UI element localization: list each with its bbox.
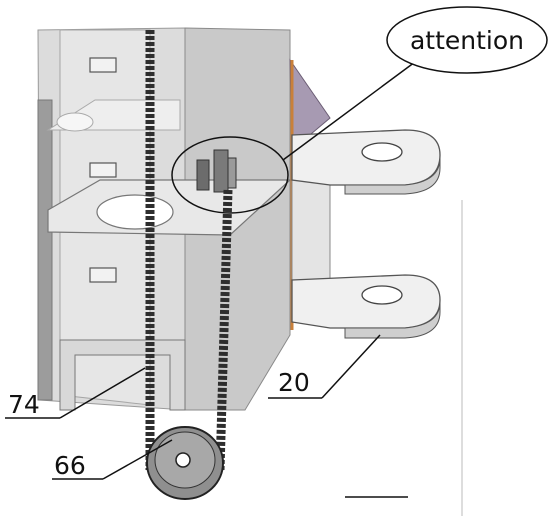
stop-block-right [213,149,229,193]
callout-text: attention [410,26,524,55]
leader-66 [102,439,173,480]
chain-right [215,189,233,471]
label-66: 66 [54,451,86,480]
lower-channel [59,339,186,411]
stop-block-side [227,157,237,189]
slot-middle [89,162,117,178]
lower-lug-hole [361,285,403,305]
stop-block-left [196,159,210,191]
plate-hole [96,194,174,230]
sprocket-hub [175,452,191,468]
leader-20 [321,334,381,399]
lower-lug [291,274,441,329]
lower-lug-edge [344,301,441,339]
attention-highlight-circle [171,136,289,214]
slot-bottom [89,267,117,283]
label-74: 74 [8,390,40,419]
upper-lug-hole [361,142,403,162]
slot-top [89,57,117,73]
upper-plate-hole [56,112,94,132]
callout-bubble [386,6,548,74]
upper-lug-edge [344,157,441,195]
leader-74 [59,367,146,419]
callout-leader [282,61,416,161]
column-left-bar [37,99,53,401]
label-20: 20 [278,368,310,397]
